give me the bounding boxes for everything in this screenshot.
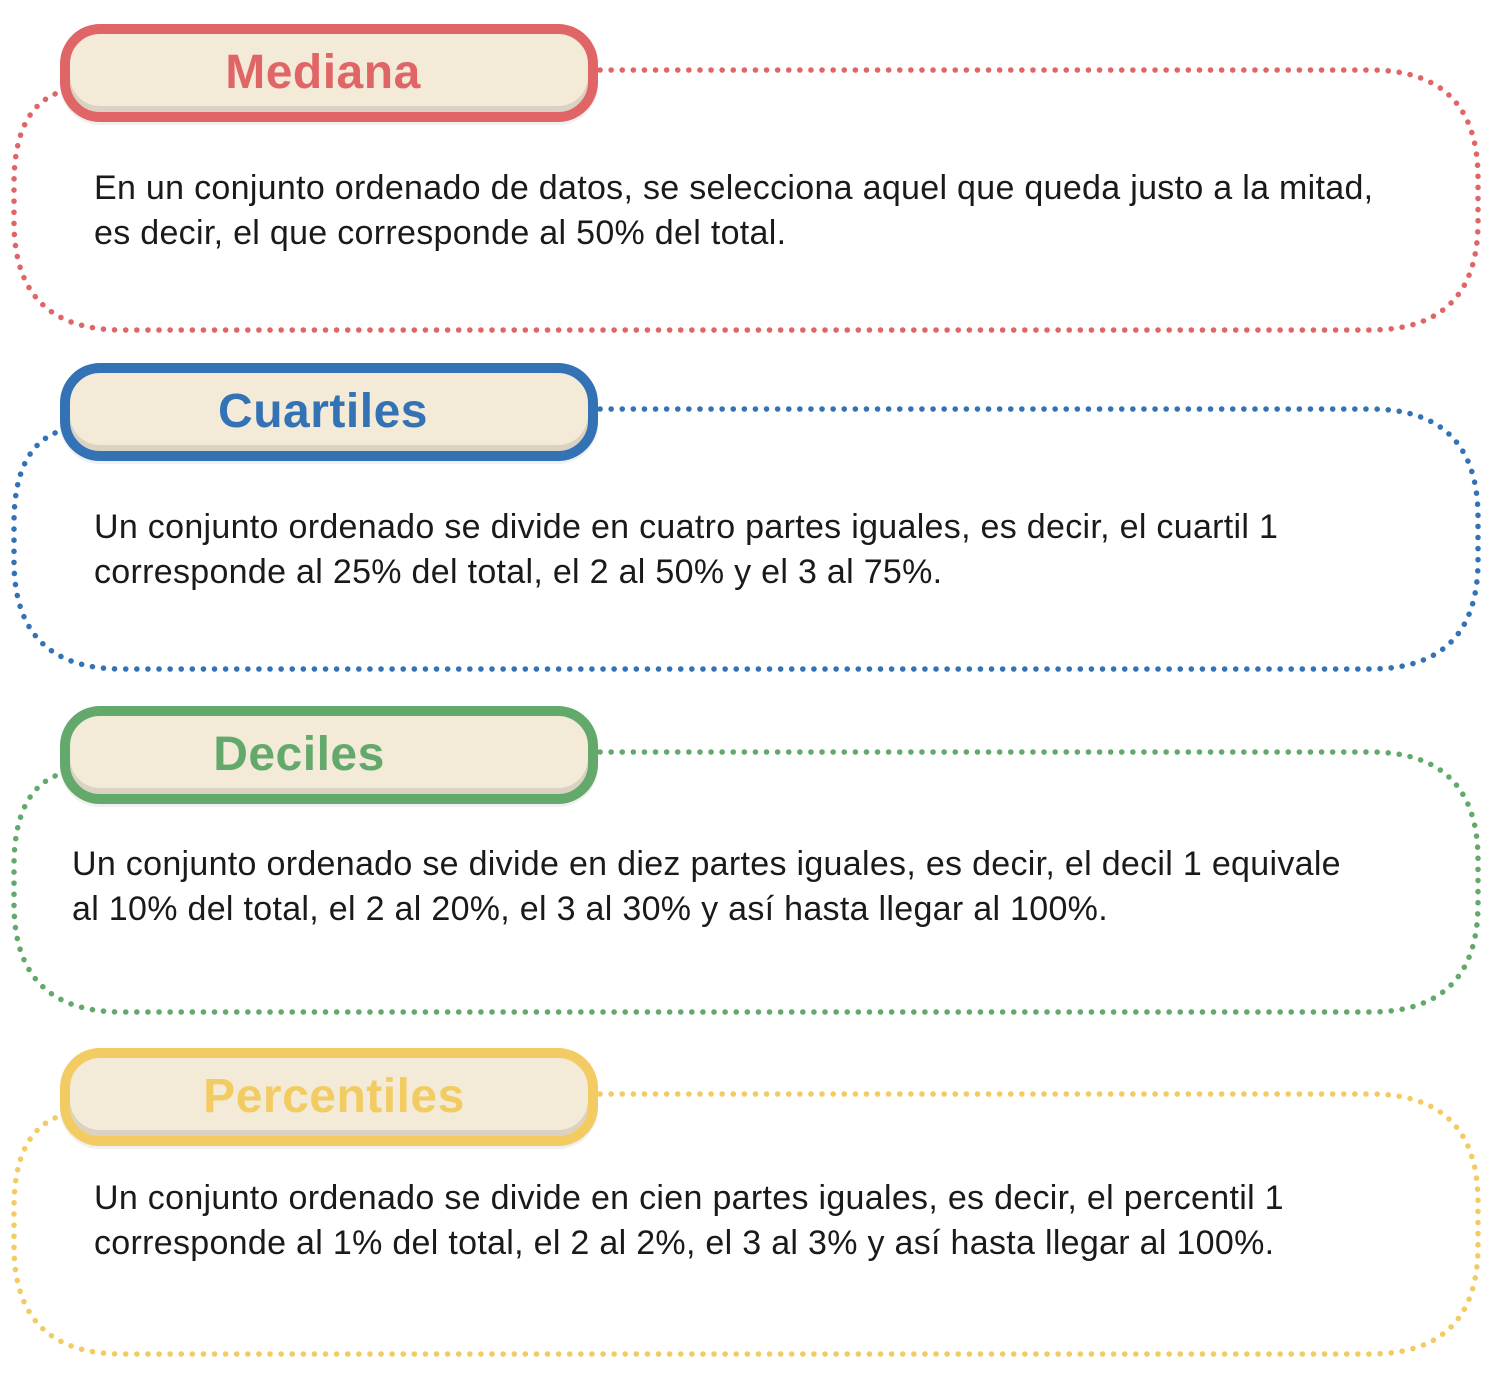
dotted-outline: [11, 406, 1481, 672]
title-mediana: Mediana: [225, 46, 421, 99]
title-pill-deciles: Deciles: [60, 706, 598, 804]
dotted-frame-mediana: [11, 67, 1481, 333]
title-percentiles: Percentiles: [203, 1070, 465, 1123]
description-deciles: Un conjunto ordenado se divide en diez p…: [72, 845, 1341, 928]
section-deciles: Deciles Un conjunto ordenado se divide e…: [0, 706, 1493, 1016]
dotted-outline: [11, 749, 1481, 1015]
description-cuartiles: Un conjunto ordenado se divide en cuatro…: [94, 508, 1279, 591]
description-mediana: En un conjunto ordenado de datos, se sel…: [94, 169, 1374, 252]
title-pill-mediana: Mediana: [60, 24, 598, 122]
section-mediana: Mediana En un conjunto ordenado de datos…: [0, 24, 1493, 334]
dotted-frame-deciles: [11, 749, 1481, 1015]
title-deciles: Deciles: [213, 728, 385, 781]
dotted-outline: [11, 1091, 1481, 1357]
description-percentiles: Un conjunto ordenado se divide en cien p…: [94, 1179, 1284, 1262]
section-cuartiles: Cuartiles Un conjunto ordenado se divide…: [0, 363, 1493, 673]
section-percentiles: Percentiles Un conjunto ordenado se divi…: [0, 1048, 1493, 1358]
title-cuartiles: Cuartiles: [218, 385, 428, 438]
dotted-frame-cuartiles: [11, 406, 1481, 672]
dotted-frame-percentiles: [11, 1091, 1481, 1357]
dotted-outline: [11, 67, 1481, 333]
title-pill-cuartiles: Cuartiles: [60, 363, 598, 461]
title-pill-percentiles: Percentiles: [60, 1048, 598, 1146]
